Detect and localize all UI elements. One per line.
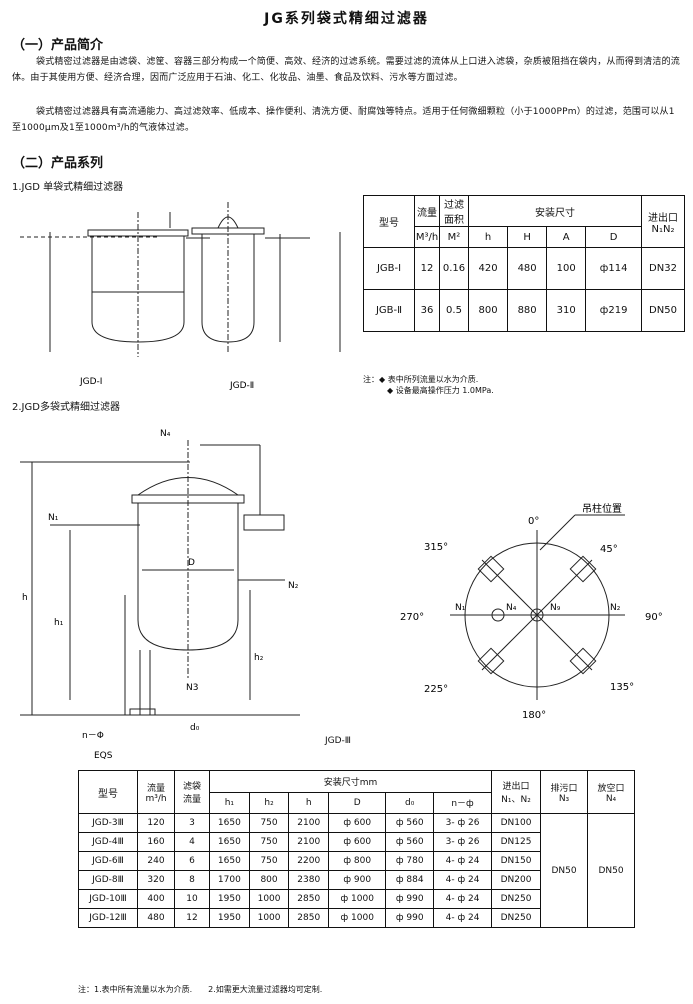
svg-text:225°: 225° (424, 684, 448, 695)
svg-text:270°: 270° (400, 612, 424, 623)
svg-text:n－Φ: n－Φ (82, 731, 104, 741)
t2-h-model: 型号 (78, 770, 138, 814)
drain-value: DN50 (540, 813, 588, 928)
svg-text:d₀: d₀ (190, 723, 200, 733)
section-2-heading: （二）产品系列 (12, 156, 104, 171)
multi-bag-filter-elevation: N₄ N₁ N₂ D h h₁ h₂ N3 d₀ n－Φ EQS (20, 429, 300, 761)
table-row: JGB-Ⅱ 36 0.5 800 880 310 ф219 DN50 (363, 289, 685, 332)
t1-h-D: D (585, 226, 642, 248)
notes-1: 注：◆ 表中所列流量以水为介质. ◆ 设备最高操作压力 1.0MPa. (363, 375, 494, 395)
svg-text:135°: 135° (610, 682, 634, 693)
t1-h-flow: 流量 (414, 195, 440, 227)
jgd-2-label: JGD-Ⅱ (229, 381, 254, 391)
svg-text:吊柱位置: 吊柱位置 (582, 502, 622, 515)
jgd-1-label: JGD-Ⅰ (79, 377, 102, 387)
t1-h-area-unit: M² (439, 226, 469, 248)
single-bag-filter-drawing: JGD-Ⅰ JGD-Ⅱ (20, 202, 341, 391)
plan-view-diagram: 0° 吊柱位置 315° 45° 270° 90° N₁ N₄ N₉ N₂ 22… (400, 502, 663, 721)
svg-text:N3: N3 (186, 683, 198, 693)
svg-text:0°: 0° (528, 516, 539, 527)
subsection-1-label: 1.JGD 单袋式精细过滤器 (12, 182, 124, 193)
notes-2: 注：1.表中所有流量以水为介质. 2.如需更大流量过滤器均可定制. (78, 985, 323, 994)
svg-text:N₁: N₁ (48, 513, 59, 523)
t2-h-bags: 滤袋流量 (174, 770, 210, 814)
svg-text:EQS: EQS (94, 751, 113, 761)
svg-text:180°: 180° (522, 710, 546, 721)
svg-text:N₂: N₂ (610, 603, 621, 613)
svg-text:h₁: h₁ (54, 618, 64, 628)
t1-h-H: H (507, 226, 548, 248)
svg-text:h: h (22, 593, 28, 603)
intro-paragraph-1: 袋式精密过滤器是由滤袋、滤筐、容器三部分构成一个简便、高效、经济的过滤系统。需要… (12, 57, 681, 83)
document-title: JG系列袋式精细过滤器 (264, 11, 429, 27)
jgd-3-label: JGD-Ⅲ (325, 736, 352, 746)
svg-text:N₄: N₄ (506, 603, 517, 613)
svg-text:N₄: N₄ (160, 429, 171, 439)
t2-h-install: 安装尺寸mm (209, 770, 492, 793)
t1-h-flow-unit: M³/h (414, 226, 440, 248)
t1-h-install: 安装尺寸 (468, 195, 642, 227)
svg-text:90°: 90° (645, 612, 663, 623)
svg-text:N₁: N₁ (455, 603, 466, 613)
svg-text:h₂: h₂ (254, 653, 264, 663)
vent-value: DN50 (587, 813, 635, 928)
svg-text:N₂: N₂ (288, 581, 299, 591)
section-1-heading: （一）产品简介 (12, 38, 104, 53)
svg-text:315°: 315° (424, 542, 448, 553)
svg-text:45°: 45° (600, 544, 618, 555)
t1-h-A: A (546, 226, 587, 248)
intro-paragraph-2: 袋式精密过滤器具有高流通能力、高过滤效率、低成本、操作便利、清洗方便、耐腐蚀等特… (12, 107, 675, 133)
table-row: JGB-Ⅰ 12 0.16 420 480 100 ф114 DN32 (363, 247, 685, 290)
t1-h-area: 过滤面积 (439, 195, 469, 227)
t1-h-h: h (467, 226, 509, 248)
subsection-2-label: 2.JGD多袋式精细过滤器 (12, 402, 120, 413)
t1-h-model: 型号 (363, 195, 415, 248)
svg-text:N₉: N₉ (550, 603, 561, 613)
svg-text:D: D (188, 558, 195, 568)
